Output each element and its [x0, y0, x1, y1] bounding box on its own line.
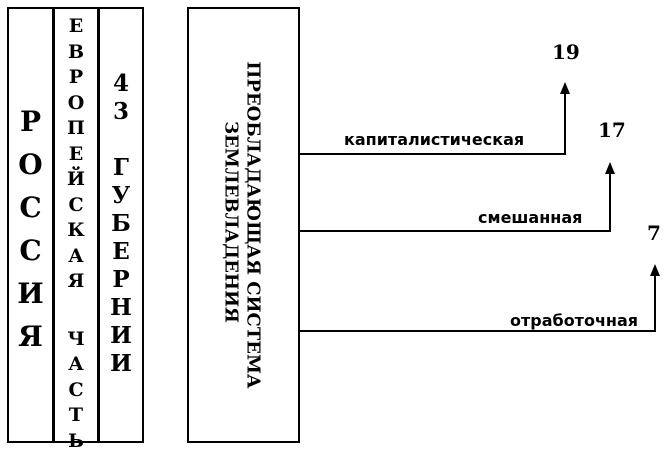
labor-rent-label: отработочная: [510, 311, 638, 330]
capitalist-value: 19: [552, 40, 580, 64]
mixed-value: 17: [598, 118, 626, 142]
capitalist-arrowhead: [560, 82, 570, 94]
mixed-arrowhead: [605, 162, 615, 174]
mixed-label: смешанная: [478, 208, 582, 227]
labor-rent-value: 7: [647, 221, 661, 245]
capitalist-label: капиталистическая: [344, 130, 524, 149]
labor-rent-arrowhead: [650, 264, 660, 276]
